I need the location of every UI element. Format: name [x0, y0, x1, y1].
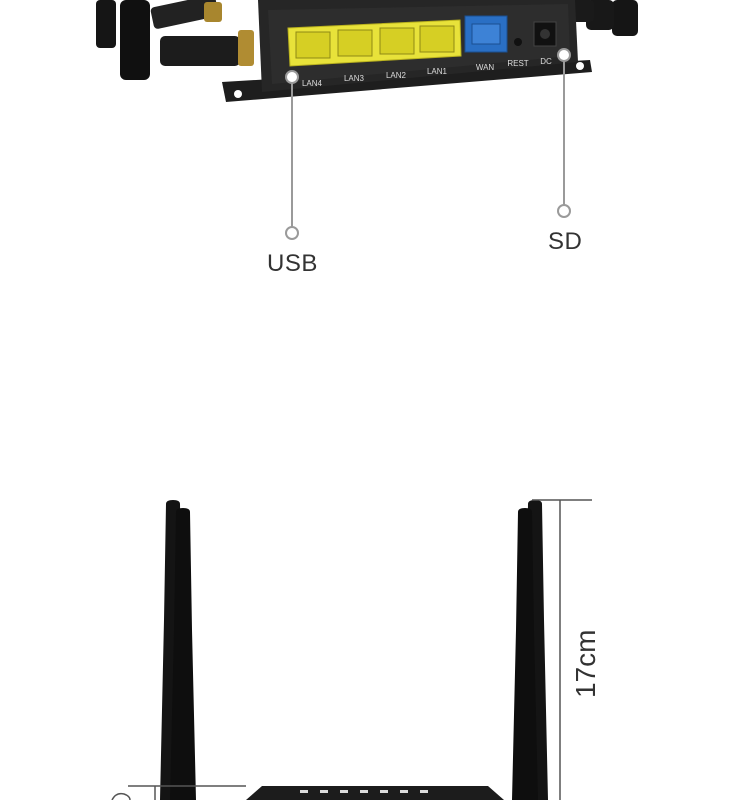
antenna-left-front — [170, 508, 196, 800]
screw-hole — [234, 90, 242, 98]
callout-usb-line — [285, 70, 299, 240]
port-label-lan3: LAN3 — [344, 74, 365, 83]
lan-port-block — [287, 19, 462, 67]
lan-port — [379, 27, 415, 55]
antenna-connector — [160, 36, 240, 66]
height-dimension-line — [532, 499, 592, 800]
port-label-lan4: LAN4 — [302, 79, 323, 88]
connector-gold — [204, 2, 222, 22]
lan-port — [295, 31, 331, 59]
lan-port-sockets — [295, 25, 455, 59]
callout-sd-line — [557, 48, 571, 218]
antenna-right-front — [512, 508, 538, 800]
reset-hole — [514, 38, 522, 46]
lan-port — [419, 25, 455, 53]
wan-port-socket — [471, 23, 501, 45]
led-indicators — [300, 790, 428, 793]
callout-label-usb: USB — [267, 250, 318, 277]
connector-gold — [238, 30, 254, 66]
router-rear-view: LAN4 LAN3 LAN2 LAN1 WAN REST DC — [96, 0, 638, 240]
width-dimension-bracket — [111, 785, 246, 801]
mounting-flange — [222, 60, 592, 102]
dc-jack-socket — [540, 29, 550, 39]
antenna-connector — [150, 0, 219, 29]
router-front-body — [246, 786, 504, 800]
port-label-reset: REST — [507, 59, 528, 68]
port-label-wan: WAN — [476, 63, 495, 72]
port-label-lan1: LAN1 — [427, 67, 448, 76]
port-label-lan2: LAN2 — [386, 71, 407, 80]
screw-hole — [576, 62, 584, 70]
port-label-dc: DC — [540, 57, 552, 66]
callout-label-sd: SD — [548, 228, 583, 255]
antenna — [96, 0, 116, 48]
height-dimension-label: 17cm — [570, 629, 601, 698]
lan-port — [337, 29, 373, 57]
antenna — [120, 0, 150, 80]
router-front-view — [111, 499, 592, 801]
antenna — [612, 0, 638, 36]
